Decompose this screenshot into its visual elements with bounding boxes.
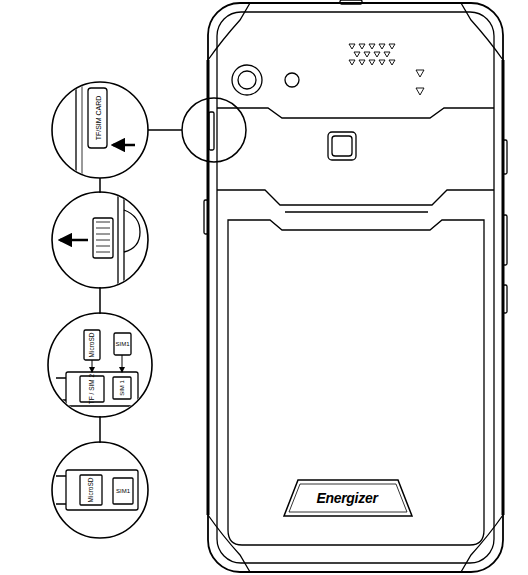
brand-logo: Energizer [316,491,377,505]
slot-label: TF/SIM CARD [94,96,101,141]
card-label: MicroSD [89,333,96,358]
tray-label: TF / SIM 2 [89,374,96,404]
phone-body [204,0,507,572]
slot-detail [76,80,135,180]
card-label: MicroSD [88,478,95,503]
callout-leader [100,98,246,443]
tray-eject-detail [60,190,140,290]
tray-label: SIM 1 [119,380,125,396]
card-label: SIM1 [115,341,129,347]
card-insert-detail [56,330,138,406]
card-label: SIM1 [116,488,130,494]
speaker-grille [349,44,395,65]
card-seated-detail [56,470,138,510]
callout-circles [48,82,152,538]
